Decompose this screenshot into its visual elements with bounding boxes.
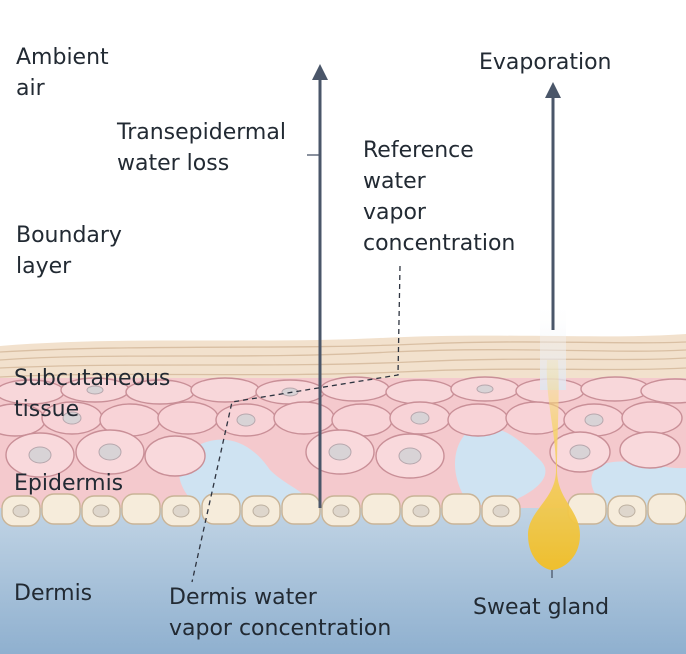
epidermis-label: Epidermis bbox=[14, 471, 124, 496]
ambient-air-region bbox=[0, 0, 686, 360]
subcutaneous-tissue-label: Subcutaneous tissue bbox=[14, 366, 171, 422]
epidermis-cells bbox=[0, 376, 686, 510]
stratum-corneum bbox=[0, 334, 686, 386]
ambient-air-label: Ambient air bbox=[16, 45, 109, 101]
dermis-label: Dermis bbox=[14, 581, 93, 606]
transepidermal-arrow bbox=[307, 64, 328, 508]
transepidermal-water-loss-label: Transepidermal water loss bbox=[117, 120, 286, 176]
dermis-water-vapor-label: Dermis water vapor concentration bbox=[169, 585, 392, 641]
evaporation-arrow bbox=[545, 82, 561, 330]
reference-water-vapor-label: Reference water vapor concentration bbox=[363, 138, 516, 256]
evaporation-label: Evaporation bbox=[479, 50, 612, 75]
sweat-gland-label: Sweat gland bbox=[473, 595, 610, 620]
boundary-layer-label: Boundary layer bbox=[16, 223, 122, 279]
dashed-leaders bbox=[191, 265, 401, 583]
